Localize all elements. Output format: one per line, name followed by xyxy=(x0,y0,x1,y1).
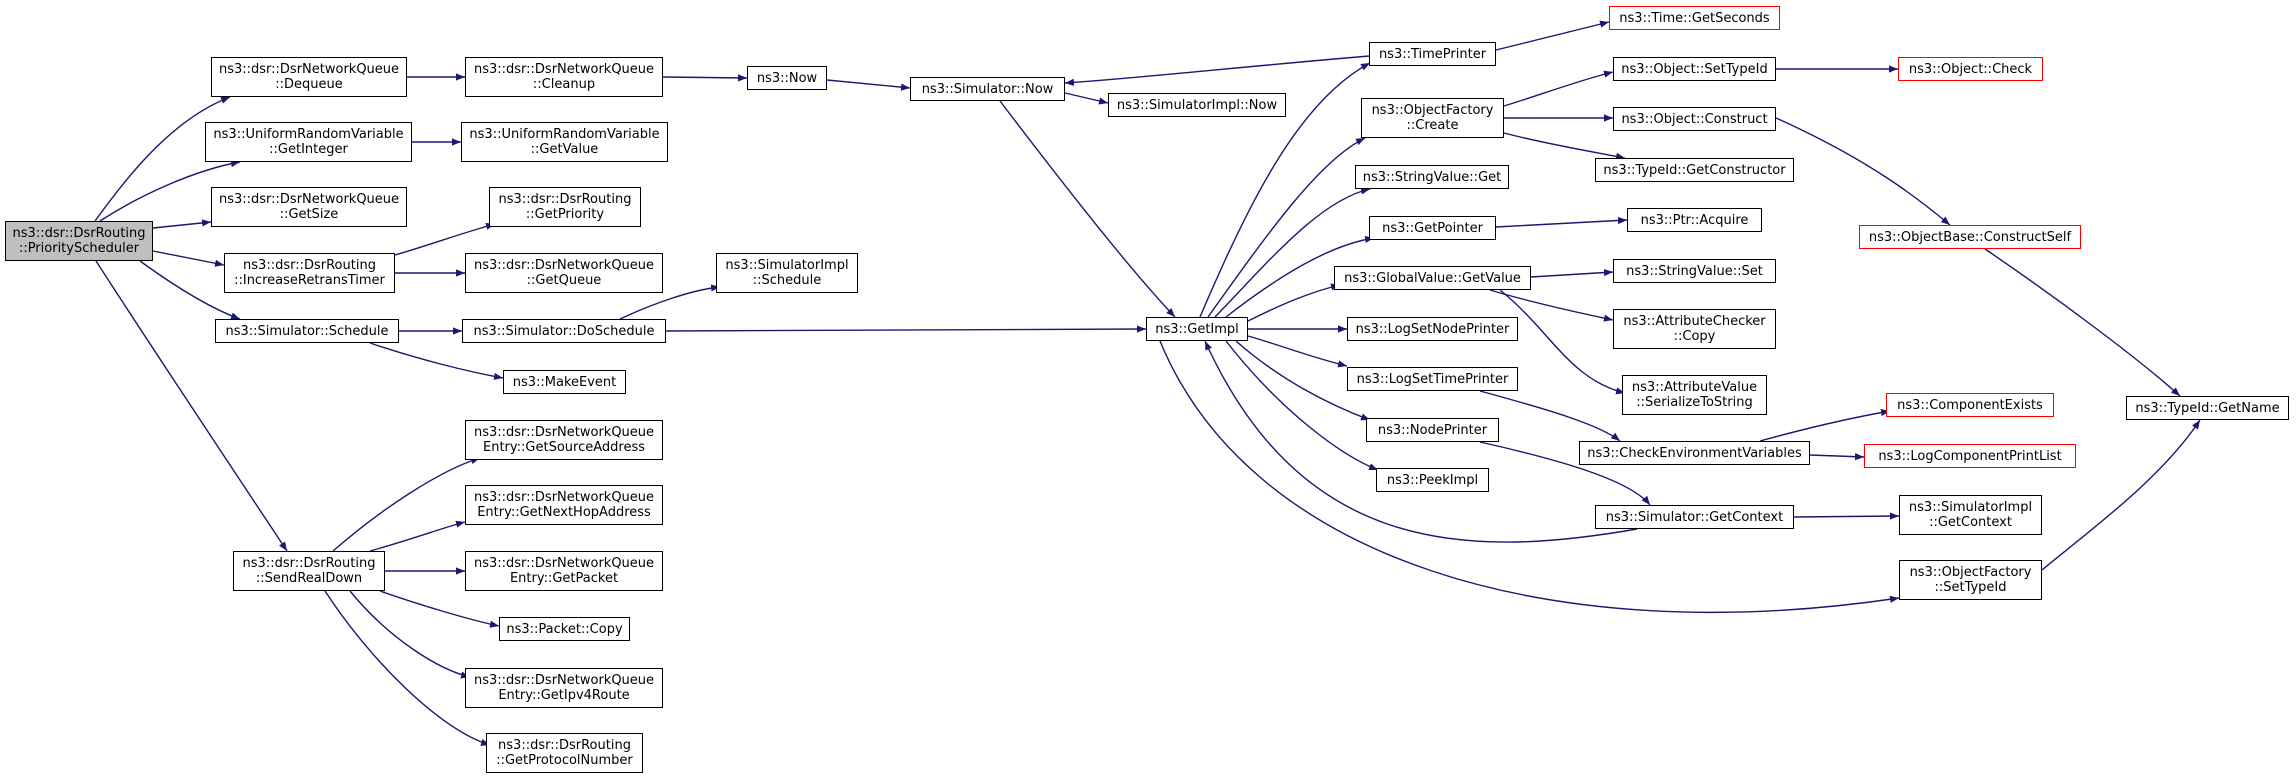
edge-to-globalvalue-getvalue xyxy=(1247,283,1341,322)
node-getpointer[interactable]: ns3::GetPointer xyxy=(1369,216,1496,240)
edge-to-typeid-getconstructor xyxy=(1503,132,1626,160)
edge-to-simimpl-getcontext xyxy=(1793,512,1900,520)
edge-to-stringvalue-set xyxy=(1530,268,1614,278)
node-simnow[interactable]: ns3::Simulator::Now xyxy=(910,77,1065,101)
node-globalvalue-getvalue[interactable]: ns3::GlobalValue::GetValue xyxy=(1334,266,1531,290)
edge-to-componentexists xyxy=(1759,409,1891,442)
edge-to-checkenv xyxy=(1479,390,1621,442)
node-attrchecker-copy[interactable]: ns3::AttributeChecker::Copy xyxy=(1613,309,1776,349)
edge-to-stringvalue-get xyxy=(1214,187,1371,318)
edge-to-packetcopy xyxy=(379,590,500,628)
node-getqueue[interactable]: ns3::dsr::DsrNetworkQueue::GetQueue xyxy=(465,253,663,293)
node-checkenv[interactable]: ns3::CheckEnvironmentVariables xyxy=(1579,441,1810,465)
edge-to-getsize xyxy=(152,219,212,229)
node-timeprinter[interactable]: ns3::TimePrinter xyxy=(1369,42,1496,66)
edge-to-getnexthop xyxy=(369,520,466,552)
edge-to-simnow xyxy=(826,79,911,91)
node-simimpl-getcontext[interactable]: ns3::SimulatorImpl::GetContext xyxy=(1899,495,2042,535)
edge-to-getpriority xyxy=(394,222,496,256)
node-logcomponentprintlist[interactable]: ns3::LogComponentPrintList xyxy=(1864,444,2076,468)
node-makeevent[interactable]: ns3::MakeEvent xyxy=(503,370,626,394)
node-ptr-acquire[interactable]: ns3::Ptr::Acquire xyxy=(1627,208,1762,232)
node-object-settypeid[interactable]: ns3::Object::SetTypeId xyxy=(1613,57,1776,81)
node-objfactory-settypeid[interactable]: ns3::ObjectFactory::SetTypeId xyxy=(1899,560,2042,600)
node-simschedule[interactable]: ns3::Simulator::Schedule xyxy=(215,319,399,343)
edge-to-dequeue xyxy=(94,96,231,222)
node-doschedule[interactable]: ns3::Simulator::DoSchedule xyxy=(462,319,666,343)
node-increase[interactable]: ns3::dsr::DsrRouting::IncreaseRetransTim… xyxy=(224,253,395,293)
edge-to-nodeprinter xyxy=(1235,340,1371,421)
edge-to-getsourceaddress xyxy=(332,457,481,552)
node-getpriority[interactable]: ns3::dsr::DsrRouting::GetPriority xyxy=(489,187,641,227)
node-root[interactable]: ns3::dsr::DsrRouting::PriorityScheduler xyxy=(5,221,153,261)
edge-to-timeprinter xyxy=(1199,62,1371,318)
node-getsize[interactable]: ns3::dsr::DsrNetworkQueue::GetSize xyxy=(211,187,407,227)
edge-to-getpointer xyxy=(1225,235,1375,318)
node-packetcopy[interactable]: ns3::Packet::Copy xyxy=(499,617,630,641)
edge-to-objfactory-create xyxy=(1207,137,1366,318)
node-logsetnodeprinter[interactable]: ns3::LogSetNodePrinter xyxy=(1347,317,1518,341)
edge-to-typeid-getname xyxy=(1984,248,2181,397)
node-time-getseconds[interactable]: ns3::Time::GetSeconds xyxy=(1609,6,1780,30)
edge-to-object-settypeid xyxy=(1503,70,1614,107)
edge-to-sendrealdown xyxy=(95,260,288,552)
node-getinteger[interactable]: ns3::UniformRandomVariable::GetInteger xyxy=(205,122,412,162)
edge-to-logsettimeprinter xyxy=(1247,335,1348,368)
edge-to-getprotocolnumber xyxy=(324,590,491,746)
node-stringvalue-get[interactable]: ns3::StringValue::Get xyxy=(1355,165,1509,189)
node-object-check[interactable]: ns3::Object::Check xyxy=(1898,57,2043,81)
edge-to-simnow xyxy=(1064,55,1370,86)
edge-to-now xyxy=(662,74,748,82)
node-getimpl[interactable]: ns3::GetImpl xyxy=(1146,317,1248,341)
edge-to-increase xyxy=(152,250,225,267)
node-getvalue-urv[interactable]: ns3::UniformRandomVariable::GetValue xyxy=(461,122,668,162)
node-typeid-getname[interactable]: ns3::TypeId::GetName xyxy=(2126,396,2289,420)
node-getprotocolnumber[interactable]: ns3::dsr::DsrRouting::GetProtocolNumber xyxy=(486,733,643,773)
node-sendrealdown[interactable]: ns3::dsr::DsrRouting::SendRealDown xyxy=(233,551,385,591)
edge-to-time-getseconds xyxy=(1495,20,1610,51)
edge-to-getipv4route xyxy=(349,590,471,679)
edge-to-ptr-acquire xyxy=(1495,216,1628,228)
edge-to-getimpl xyxy=(1204,340,1638,543)
node-nodeprinter[interactable]: ns3::NodePrinter xyxy=(1366,418,1499,442)
node-simimpl-now[interactable]: ns3::SimulatorImpl::Now xyxy=(1108,93,1286,117)
edge-to-simschedule xyxy=(139,260,241,320)
edge-to-typeid-getname xyxy=(2041,419,2201,571)
node-dequeue[interactable]: ns3::dsr::DsrNetworkQueue::Dequeue xyxy=(211,57,407,97)
node-object-construct[interactable]: ns3::Object::Construct xyxy=(1613,107,1776,131)
edge-to-sim-getcontext xyxy=(1479,441,1651,506)
edge-to-objfactory-settypeid xyxy=(1159,340,1900,614)
edge-to-getimpl xyxy=(665,325,1147,333)
edge-to-simimpl-schedule xyxy=(619,284,721,320)
edge-to-makeevent xyxy=(369,342,504,380)
node-simimpl-schedule[interactable]: ns3::SimulatorImpl::Schedule xyxy=(716,253,858,293)
edge-to-peekimpl xyxy=(1225,340,1379,471)
node-cleanup[interactable]: ns3::dsr::DsrNetworkQueue::Cleanup xyxy=(465,57,663,97)
node-sim-getcontext[interactable]: ns3::Simulator::GetContext xyxy=(1595,505,1794,529)
edge-to-objectbase-constructself xyxy=(1775,117,1951,226)
node-peekimpl[interactable]: ns3::PeekImpl xyxy=(1376,468,1489,492)
edge-to-logcomponentprintlist xyxy=(1809,453,1865,461)
node-now[interactable]: ns3::Now xyxy=(747,66,827,90)
edge-to-getinteger xyxy=(99,160,241,222)
edge-to-simimpl-now xyxy=(1064,92,1109,105)
node-componentexists[interactable]: ns3::ComponentExists xyxy=(1886,393,2054,417)
node-objfactory-create[interactable]: ns3::ObjectFactory::Create xyxy=(1361,98,1504,138)
node-stringvalue-set[interactable]: ns3::StringValue::Set xyxy=(1613,259,1776,283)
edge-to-attrvalue-serialize xyxy=(1499,289,1626,395)
node-objectbase-constructself[interactable]: ns3::ObjectBase::ConstructSelf xyxy=(1859,225,2081,249)
node-attrvalue-serialize[interactable]: ns3::AttributeValue::SerializeToString xyxy=(1622,375,1767,415)
edge-to-getimpl xyxy=(999,100,1176,318)
node-typeid-getconstructor[interactable]: ns3::TypeId::GetConstructor xyxy=(1595,158,1794,182)
node-logsettimeprinter[interactable]: ns3::LogSetTimePrinter xyxy=(1347,367,1518,391)
